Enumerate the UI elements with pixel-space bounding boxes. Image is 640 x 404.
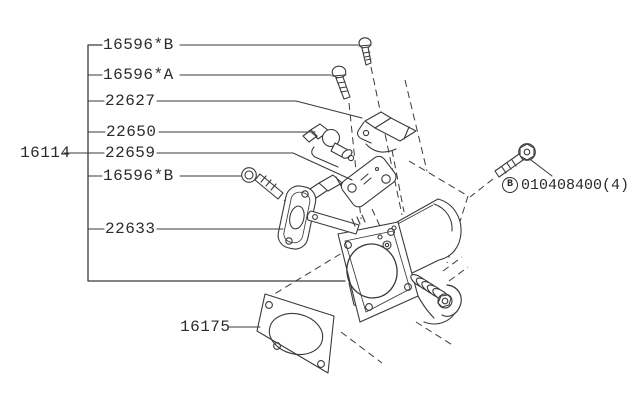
callout-16596A: 16596*A bbox=[103, 66, 174, 84]
callout-16596B-1: 16596*B bbox=[103, 36, 174, 54]
callout-assembly-16114: 16114 bbox=[20, 144, 71, 162]
callout-22633: 22633 bbox=[105, 220, 156, 238]
callout-22650: 22650 bbox=[106, 123, 157, 141]
part-22650-sensor-valve bbox=[302, 123, 355, 168]
throttle-body bbox=[306, 198, 462, 323]
throttle-spring-adjuster bbox=[410, 274, 462, 325]
callout-22627: 22627 bbox=[105, 92, 156, 110]
part-22633-valve bbox=[277, 174, 343, 250]
callout-gasket-16175: 16175 bbox=[180, 318, 231, 336]
callout-22659: 22659 bbox=[105, 144, 156, 162]
callout-leader-lines bbox=[63, 44, 553, 328]
bolt-16596B-top bbox=[358, 37, 372, 66]
bolt-010408400 bbox=[494, 143, 536, 178]
part-22627-connector bbox=[356, 111, 417, 153]
hardware-part-number: 010408400(4) bbox=[521, 176, 630, 194]
bolt-16596B-lower bbox=[241, 167, 284, 200]
callout-16596B-2: 16596*B bbox=[103, 167, 174, 185]
hardware-code-label: B 010408400(4) bbox=[502, 177, 629, 193]
gasket-16175 bbox=[256, 293, 335, 374]
mounting-arm bbox=[306, 210, 360, 235]
circled-b-badge: B bbox=[502, 177, 518, 193]
part-22659-bracket-plate bbox=[340, 155, 397, 208]
bolt-16596A bbox=[331, 65, 351, 100]
